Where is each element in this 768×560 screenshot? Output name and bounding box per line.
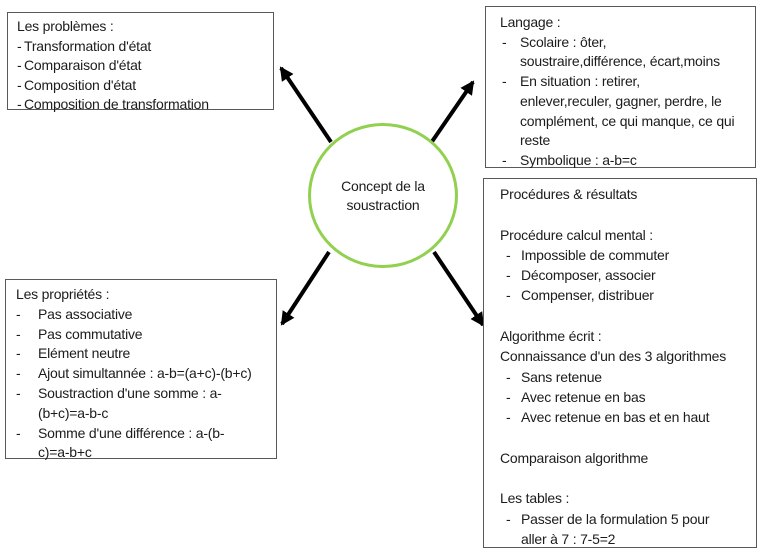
list-item-text: Transformation d'état: [24, 37, 152, 54]
box-language-title: Langage :: [500, 14, 561, 30]
list-item-text: En situation : retirer, enlever,reculer,…: [520, 73, 735, 149]
list-item-text: Ajout simultannée : a-b=(a+c)-(b+c): [38, 365, 252, 382]
list-item: -Somme d'une différence : a-(b- c)=a-b+c: [16, 424, 272, 464]
arrow-to-procedures: [432, 250, 485, 327]
arrow-to-problems: [279, 66, 333, 144]
list-item: -Impossible de commuter: [506, 245, 752, 265]
bullet-dash: -: [16, 305, 21, 322]
box-procedures-title: Procédures & résultats: [500, 186, 638, 202]
list-item-text: Pas commutative: [38, 325, 143, 342]
list-item: -Scolaire : ôter, soustraire,différence,…: [502, 33, 751, 72]
list-item: -Compenser, distribuer: [506, 285, 752, 305]
bullet-dash: -: [16, 345, 21, 362]
bullet-dash: -: [502, 151, 507, 168]
list-item-text: Passer de la formulation 5 pour aller à …: [521, 510, 710, 548]
bullet-dash: -: [16, 384, 21, 401]
list-item: -Avec retenue en bas: [506, 387, 752, 407]
box-procedures: Procédures & résultats Procédure calcul …: [483, 178, 757, 548]
list-item-text: Somme d'une différence : a-(b- c)=a-b+c: [38, 424, 225, 461]
algorithm-comparison-text: Comparaison algorithme: [500, 449, 649, 466]
box-properties: Les propriétés : -Pas associative -Pas c…: [5, 279, 277, 460]
bullet-dash: -: [506, 287, 511, 304]
bullet-dash: -: [506, 246, 511, 263]
list-item: -Décomposer, associer: [506, 265, 752, 285]
list-item: -Sans retenue: [506, 367, 752, 387]
arrow-to-properties: [280, 250, 331, 326]
list-item: -Elément neutre: [16, 344, 272, 364]
list-item-text: Scolaire : ôter, soustraire,différence, …: [520, 33, 720, 70]
list-item: -Soustraction d'une somme : a- (b+c)=a-b…: [16, 384, 272, 424]
list-item: -Composition d'état: [17, 76, 269, 96]
list-item-text: Décomposer, associer: [521, 267, 656, 284]
list-item-text: Composition de transformation: [24, 96, 209, 112]
list-item-text: Avec retenue en bas: [521, 388, 646, 405]
list-item-text: Pas associative: [38, 305, 133, 322]
list-item: -Composition de transformation: [17, 95, 269, 115]
list-item-text: Elément neutre: [38, 345, 131, 362]
list-item: -Ajout simultannée : a-b=(a+c)-(b+c): [16, 364, 272, 384]
box-language: Langage : -Scolaire : ôter, soustraire,d…: [485, 6, 756, 168]
central-concept-circle: Concept de la soustraction: [308, 123, 458, 268]
list-item: -Transformation d'état: [17, 37, 269, 57]
bullet-dash: -: [502, 33, 507, 50]
list-item: -Comparaison d'état: [17, 56, 269, 76]
bullet-dash: -: [16, 325, 21, 342]
box-properties-title: Les propriétés :: [16, 286, 110, 302]
box-problems: Les problèmes : -Transformation d'état -…: [7, 12, 274, 112]
blank-line: [500, 468, 752, 488]
blank-line: [500, 428, 752, 448]
list-item-text: Soustraction d'une somme : a- (b+c)=a-b-…: [38, 384, 222, 421]
bullet-dash: -: [17, 57, 22, 73]
list-item-text: Sans retenue: [521, 368, 602, 385]
written-algorithm-heading: Algorithme écrit :: [500, 328, 602, 345]
list-item-text: Symbolique : a-b=c: [520, 151, 637, 168]
bullet-dash: -: [506, 267, 511, 284]
arrow-to-language: [429, 80, 475, 145]
bullet-dash: -: [506, 409, 511, 426]
list-item: -Symbolique : a-b=c: [502, 151, 751, 171]
list-item-text: Impossible de commuter: [521, 246, 670, 263]
mental-calc-heading: Procédure calcul mental :: [500, 226, 653, 243]
list-item: -Passer de la formulation 5 pour aller à…: [506, 509, 752, 550]
bullet-dash: -: [17, 37, 22, 54]
bullet-dash: -: [506, 388, 511, 405]
list-item-text: Compenser, distribuer: [521, 287, 654, 304]
list-item: -Pas commutative: [16, 325, 272, 345]
list-item: -Pas associative: [16, 305, 272, 325]
bullet-dash: -: [17, 76, 22, 93]
list-item: -En situation : retirer, enlever,reculer…: [502, 72, 751, 151]
bullet-dash: -: [16, 424, 21, 441]
list-item-text: Comparaison d'état: [24, 57, 142, 73]
central-concept-label: Concept de la soustraction: [341, 177, 425, 213]
box-problems-title: Les problèmes :: [17, 18, 114, 34]
bullet-dash: -: [16, 365, 21, 382]
tables-heading: Les tables :: [500, 490, 570, 507]
bullet-dash: -: [506, 368, 511, 385]
list-item-text: Composition d'état: [24, 76, 136, 93]
list-item: -Avec retenue en bas et en haut: [506, 407, 752, 427]
blank-line: [500, 306, 752, 326]
written-algorithm-subheading: Connaissance d'un des 3 algorithmes: [500, 348, 727, 365]
bullet-dash: -: [506, 510, 511, 527]
blank-line: [500, 204, 752, 224]
bullet-dash: -: [502, 73, 507, 90]
bullet-dash: -: [17, 96, 22, 112]
list-item-text: Avec retenue en bas et en haut: [521, 409, 710, 426]
